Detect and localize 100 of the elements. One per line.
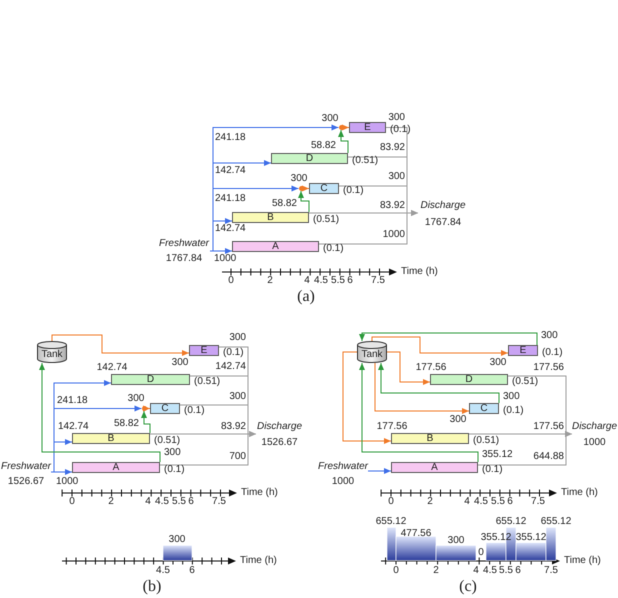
flow-label: 644.88 [533,451,564,463]
flow-arrow [338,130,348,154]
flow-label: 300 [229,391,246,403]
tick-label: 7.5 [212,496,226,508]
stream-label: Freshwater [318,461,368,472]
flow-label: 1000 [56,476,78,488]
parameter-label: (0.51) [194,376,220,388]
task-label: D [465,374,473,385]
flow-label: 241.18 [57,395,88,407]
value-label: 300 [168,534,186,546]
tick-label: 6 [347,275,353,287]
flow-arrow [318,210,418,244]
flow-label: 177.56 [376,421,408,433]
task-label: C [480,403,488,414]
flow-label: 300 [450,414,466,426]
mixing-point [142,406,146,411]
value-label: 300 [448,535,464,547]
panel-caption: (a) [297,289,315,305]
stream-label: Discharge [572,421,618,432]
tick-label: 2 [427,496,433,508]
tick-label: 4 [464,496,470,508]
value-label: 355.12 [480,532,512,544]
value-label: 655.12 [540,516,572,528]
parameter-label: (0.1) [542,347,563,359]
flow-arrow [141,410,150,434]
flow-arrow [160,431,256,466]
stream-label: Freshwater [1,461,52,472]
flow-value: 1000 [583,437,606,448]
parameter-label: (0.1) [164,464,185,476]
flow-label: 142.74 [96,362,128,374]
tick-label: 4.5 [155,496,169,508]
flow-value: 1767.84 [166,253,202,264]
tick-label: 2 [433,565,439,577]
tick-label: 5.5 [331,275,345,287]
value-label: 655.12 [376,516,406,528]
tick-label: 4 [304,275,310,287]
flow-arrow [342,352,392,444]
axis-title: Time (h) [561,487,598,499]
flow-label: 1000 [382,229,405,241]
parameter-label: (0.1) [184,405,205,417]
tick-label: 4.5 [483,565,497,577]
task-label: D [306,153,314,164]
flow-arrow [478,431,572,466]
parameter-label: (0.51) [352,155,378,167]
panel-caption: (c) [459,579,477,595]
flow-value: 1000 [332,476,354,487]
flow-arrow [342,124,350,130]
axis-title: Time (h) [564,555,601,567]
flow-label: 355.12 [482,449,513,461]
tick-label: 2 [108,496,114,508]
axis-title: Time (h) [401,266,438,278]
value-label: 477.56 [400,528,432,540]
flow-label: 58.82 [310,140,336,152]
flow-arrow [298,190,310,212]
flow-label: 300 [490,357,506,369]
flow-label: 300 [172,357,188,369]
flow-label: 177.56 [533,421,564,433]
tick-label: 4.5 [156,565,170,577]
tick-label: 6 [507,496,513,508]
task-label: E [200,345,208,356]
panel-caption: (b) [142,579,162,595]
task-label: D [146,374,154,385]
parameter-label: (0.1) [503,405,524,417]
tick-label: 6 [515,565,521,577]
flow-label: 58.82 [272,198,297,210]
flow-label: 241.18 [215,193,246,205]
task-label: E [520,345,526,356]
tick-label: 6 [188,496,194,508]
flow-label: 142.74 [215,165,246,177]
flow-arrow [50,469,72,475]
flow-label: 300 [388,112,405,124]
flow-label: 177.56 [416,362,446,374]
flow-label: 700 [229,451,246,463]
parameter-label: (0.1) [323,243,344,255]
axis-title: Time (h) [241,487,278,499]
task-label: E [364,122,371,133]
storage-tank [37,341,67,363]
tank-label: Tank [40,349,64,360]
task-label: C [161,403,169,414]
flow-label: 58.82 [114,418,139,430]
flow-label: 83.92 [380,200,405,212]
tick-label: 5.5 [499,565,513,577]
tick-label: 4.5 [474,496,488,508]
flow-label: 300 [229,332,246,344]
parameter-label: (0.51) [313,214,340,226]
tick-label: 4.5 [314,275,328,287]
task-label: A [272,241,279,252]
flow-arrow [368,468,392,474]
parameter-label: (0.1) [343,185,364,197]
flow-arrow [302,186,310,192]
flow-label: 300 [388,171,405,183]
storage-tank [357,341,387,363]
flow-label: 300 [541,330,558,342]
flow-label: 241.18 [215,132,246,144]
mixing-point [338,125,344,130]
flow-arrow [210,124,339,252]
flow-arrow [372,336,508,356]
value-label: 355.12 [516,532,546,544]
value-label: 0 [478,547,484,559]
task-label: B [108,433,114,444]
